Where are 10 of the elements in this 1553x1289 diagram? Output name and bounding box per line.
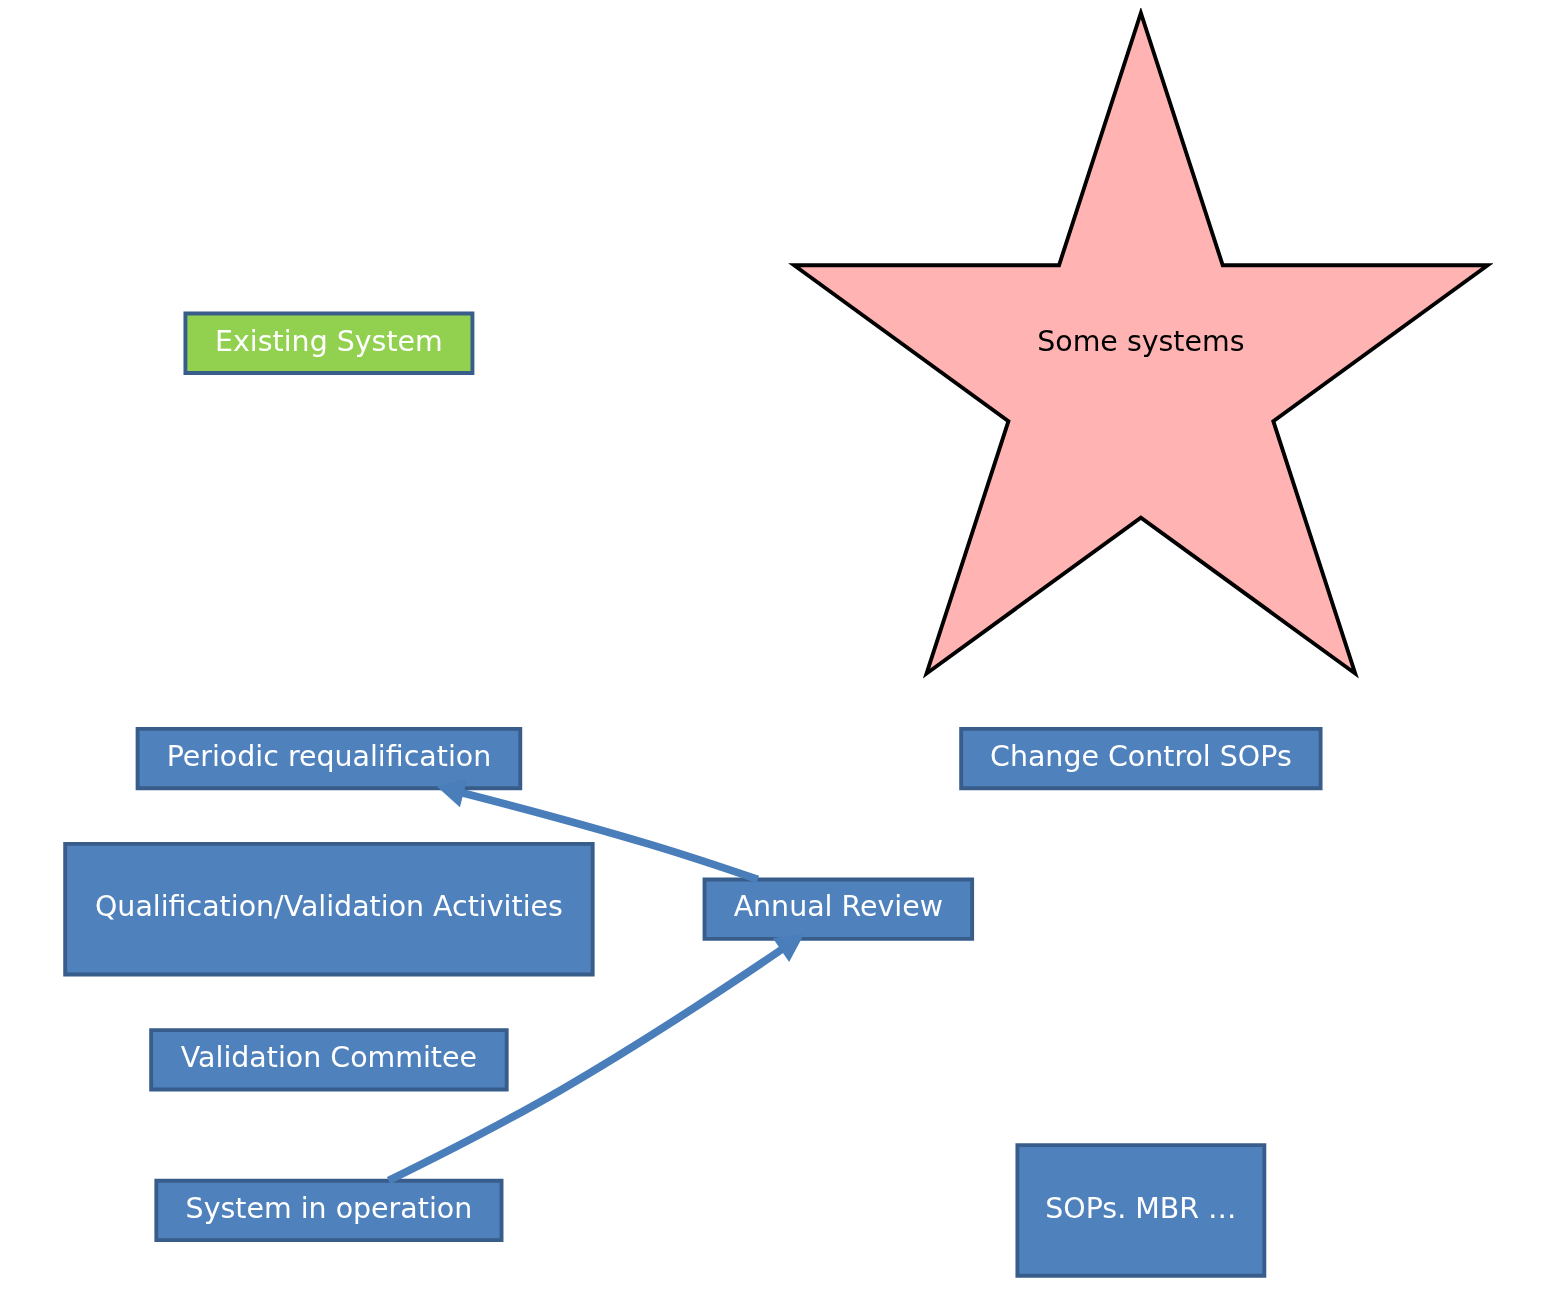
- node-box: Periodic requalification: [135, 726, 523, 791]
- node-box: Annual Review: [702, 877, 975, 941]
- node-box: Change Control SOPs: [959, 726, 1323, 791]
- arrow: [386, 934, 804, 1184]
- arrow: [436, 779, 760, 884]
- node-box: Existing System: [183, 311, 475, 375]
- node-box: Qualification/Validation Activities: [63, 841, 595, 977]
- node-box: SOPs. MBR …: [1015, 1143, 1267, 1278]
- node-box: Validation Commitee: [149, 1028, 509, 1092]
- node-box: System in operation: [154, 1178, 504, 1243]
